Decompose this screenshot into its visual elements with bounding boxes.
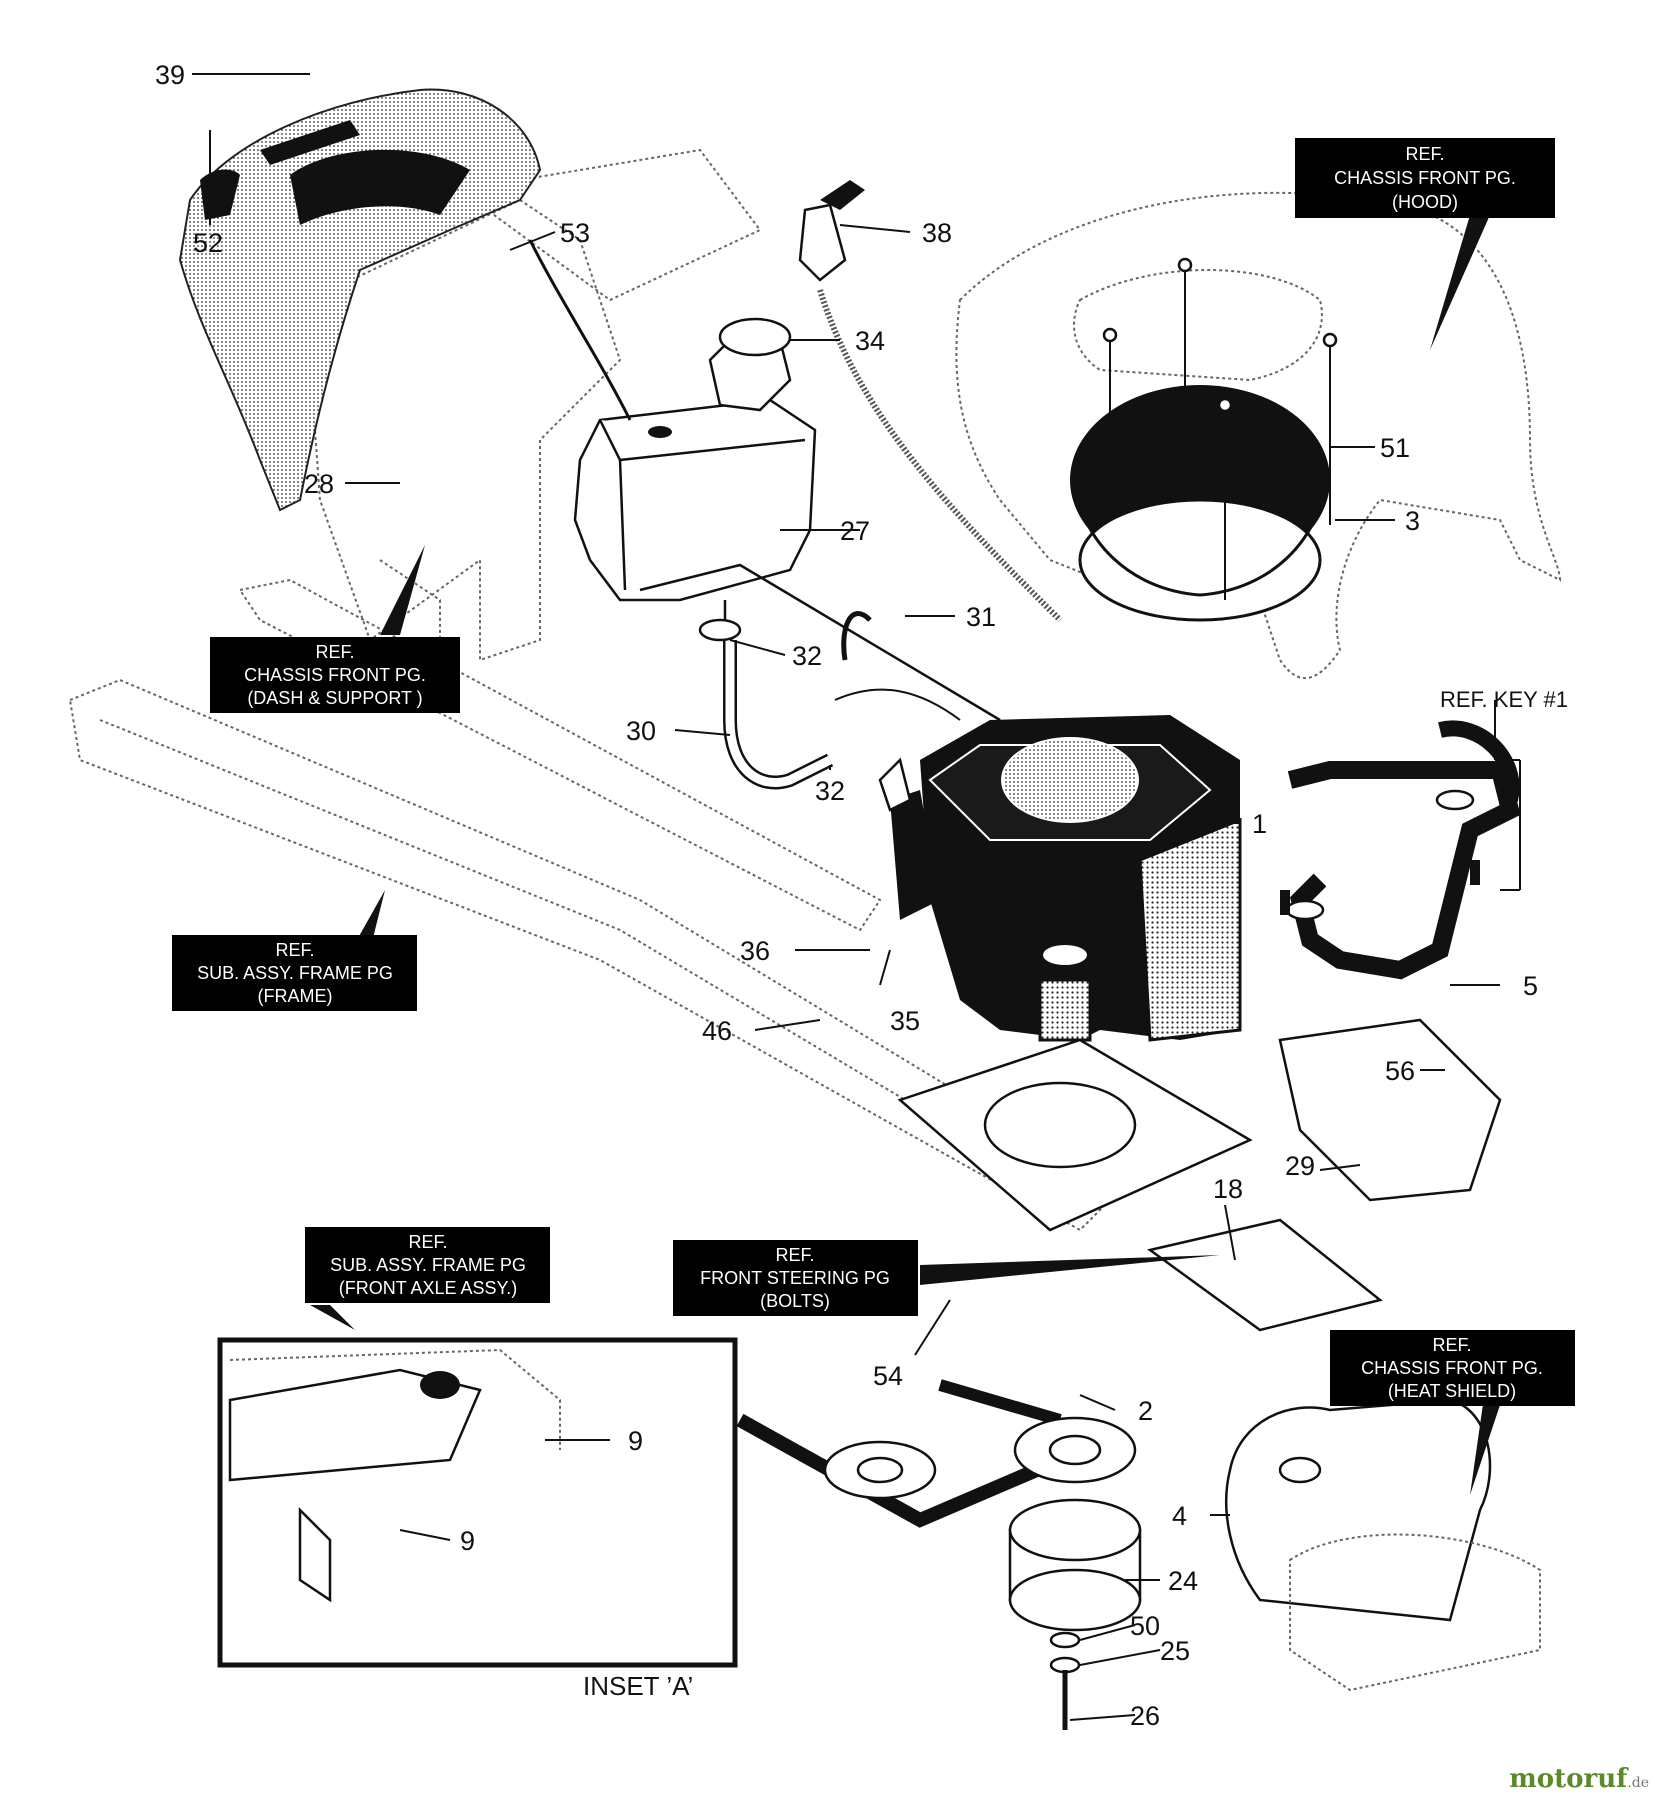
svg-text:(FRAME): (FRAME) bbox=[258, 986, 333, 1006]
svg-text:CHASSIS FRONT PG.: CHASSIS FRONT PG. bbox=[244, 665, 426, 685]
ref-box-steering: REF. FRONT STEERING PG (BOLTS) bbox=[673, 1240, 918, 1316]
fuel-hose bbox=[698, 600, 961, 790]
callout-4: 4 bbox=[1172, 1501, 1187, 1531]
callout-31: 31 bbox=[966, 602, 996, 632]
svg-text:(HOOD): (HOOD) bbox=[1392, 192, 1458, 212]
callout-32-lower: 32 bbox=[815, 776, 845, 806]
callout-5: 5 bbox=[1523, 971, 1538, 1001]
ref-box-hood: REF. CHASSIS FRONT PG. (HOOD) bbox=[1295, 138, 1555, 218]
watermark-tld: .de bbox=[1627, 1775, 1649, 1791]
svg-text:REF.: REF. bbox=[1432, 1335, 1471, 1355]
svg-text:CHASSIS FRONT PG.: CHASSIS FRONT PG. bbox=[1334, 168, 1516, 188]
callout-56: 56 bbox=[1385, 1056, 1415, 1086]
inset-a bbox=[217, 1337, 738, 1668]
watermark-logo: motoruf.de bbox=[1509, 1764, 1649, 1794]
svg-text:SUB. ASSY. FRAME PG: SUB. ASSY. FRAME PG bbox=[197, 963, 393, 983]
callout-52: 52 bbox=[193, 228, 223, 258]
callout-50: 50 bbox=[1130, 1611, 1160, 1641]
ref-box-frame: REF. SUB. ASSY. FRAME PG (FRAME) bbox=[172, 935, 417, 1011]
callout-29: 29 bbox=[1285, 1151, 1315, 1181]
callout-35: 35 bbox=[890, 1006, 920, 1036]
svg-text:CHASSIS FRONT PG.: CHASSIS FRONT PG. bbox=[1361, 1358, 1543, 1378]
dash-panel bbox=[178, 88, 542, 512]
callout-30: 30 bbox=[626, 716, 656, 746]
ref-box-dash: REF. CHASSIS FRONT PG. (DASH & SUPPORT ) bbox=[210, 637, 460, 713]
callout-9-lower: 9 bbox=[460, 1526, 475, 1556]
engine bbox=[878, 715, 1242, 1042]
throttle-cable bbox=[528, 180, 1063, 623]
svg-text:REF.: REF. bbox=[775, 1245, 814, 1265]
watermark-brand: motoruf bbox=[1509, 1764, 1628, 1794]
callout-numbers: 39 52 53 38 34 28 27 51 3 31 32 30 32 1 … bbox=[155, 60, 1538, 1731]
svg-text:(FRONT AXLE ASSY.): (FRONT AXLE ASSY.) bbox=[339, 1278, 517, 1298]
callout-46: 46 bbox=[702, 1016, 732, 1046]
ref-key-label: REF. KEY #1 bbox=[1440, 687, 1568, 712]
svg-text:(DASH & SUPPORT ): (DASH & SUPPORT ) bbox=[247, 688, 422, 708]
callout-36: 36 bbox=[740, 936, 770, 966]
inset-label: INSET ’A’ bbox=[583, 1671, 693, 1701]
fuel-tank bbox=[573, 317, 1001, 722]
callout-34: 34 bbox=[855, 326, 885, 356]
callout-18: 18 bbox=[1213, 1174, 1243, 1204]
callout-26: 26 bbox=[1130, 1701, 1160, 1731]
grille-bezel bbox=[1070, 257, 1338, 622]
callout-32-upper: 32 bbox=[792, 641, 822, 671]
ref-box-axle: REF. SUB. ASSY. FRAME PG (FRONT AXLE ASS… bbox=[305, 1227, 550, 1303]
dash-support bbox=[308, 148, 762, 662]
ref-box-heat-shield: REF. CHASSIS FRONT PG. (HEAT SHIELD) bbox=[1330, 1330, 1575, 1406]
svg-text:REF.: REF. bbox=[408, 1232, 447, 1252]
callout-39: 39 bbox=[155, 60, 185, 90]
muffler bbox=[1225, 1398, 1541, 1692]
callout-27: 27 bbox=[840, 516, 870, 546]
pulleys bbox=[736, 1379, 1142, 1730]
ref-pointers bbox=[310, 215, 1505, 1495]
callout-54: 54 bbox=[873, 1361, 903, 1391]
callout-24: 24 bbox=[1168, 1566, 1198, 1596]
callout-51: 51 bbox=[1380, 433, 1410, 463]
leader-lines bbox=[192, 73, 1521, 1721]
callout-28: 28 bbox=[304, 469, 334, 499]
svg-text:(HEAT SHIELD): (HEAT SHIELD) bbox=[1388, 1381, 1516, 1401]
svg-text:SUB. ASSY. FRAME PG: SUB. ASSY. FRAME PG bbox=[330, 1255, 526, 1275]
svg-text:(BOLTS): (BOLTS) bbox=[760, 1291, 830, 1311]
callout-25: 25 bbox=[1160, 1636, 1190, 1666]
svg-text:FRONT STEERING PG: FRONT STEERING PG bbox=[700, 1268, 890, 1288]
callout-2: 2 bbox=[1138, 1396, 1153, 1426]
svg-text:REF.: REF. bbox=[315, 642, 354, 662]
callout-53: 53 bbox=[560, 218, 590, 248]
mount-plate bbox=[897, 1018, 1502, 1332]
callout-1: 1 bbox=[1252, 809, 1267, 839]
callout-9-upper: 9 bbox=[628, 1426, 643, 1456]
svg-text:REF.: REF. bbox=[1405, 144, 1444, 164]
svg-text:REF.: REF. bbox=[275, 940, 314, 960]
exhaust bbox=[1280, 720, 1521, 980]
callout-3: 3 bbox=[1405, 506, 1420, 536]
callout-38: 38 bbox=[922, 218, 952, 248]
